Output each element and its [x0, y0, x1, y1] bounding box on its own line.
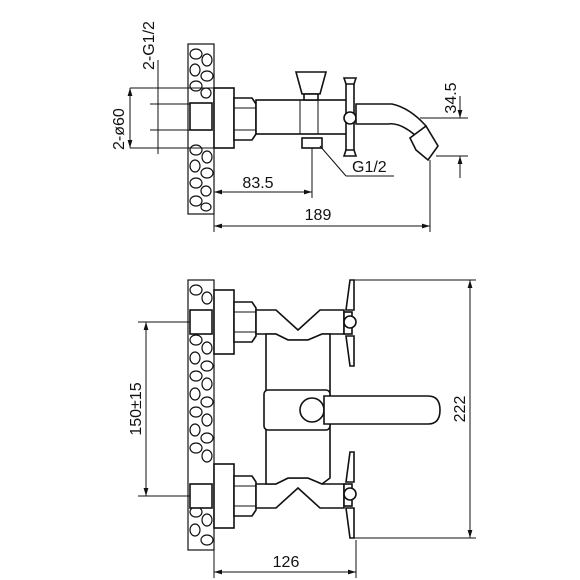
cover-flange-top	[213, 87, 235, 149]
dim-83-5: 83.5	[213, 148, 313, 232]
spout-front	[323, 395, 441, 425]
top-view: 2-G1/2 2-ø60 34.5 83.5 G1/2	[111, 21, 468, 232]
eccentric-upper	[189, 309, 213, 335]
eccentric-lower	[189, 483, 213, 509]
diverter-knob-front	[299, 397, 325, 423]
dim-222: 222	[354, 279, 476, 539]
cover-flange-lower	[213, 463, 235, 529]
front-view: 150±15 222 126	[128, 279, 476, 578]
spout-top	[355, 103, 428, 138]
dim-2-g12-label: 2-G1/2	[141, 21, 158, 70]
dim-2-dia60: 2-ø60	[111, 87, 214, 150]
dim-2-dia60-label: 2-ø60	[111, 108, 128, 150]
dim-150-label: 150±15	[128, 382, 145, 435]
dim-126-label: 126	[273, 554, 300, 571]
cross-handle-upper	[343, 279, 357, 367]
diverter-knob-top	[294, 71, 328, 95]
dim-34-5: 34.5	[420, 82, 468, 178]
dim-2-g12: 2-G1/2	[141, 21, 190, 154]
g12-leader-label: G1/2	[352, 159, 387, 176]
dim-34-5-label: 34.5	[443, 82, 460, 113]
dim-222-label: 222	[452, 396, 469, 423]
dim-150: 150±15	[128, 321, 190, 497]
wall-section-top	[187, 43, 215, 215]
dim-83-5-label: 83.5	[242, 175, 273, 192]
cross-handle-lower	[343, 451, 357, 539]
cover-flange-upper	[213, 289, 235, 355]
dim-126: 126	[213, 528, 357, 578]
hose-connection-top	[301, 137, 323, 149]
hex-nut-upper	[233, 301, 257, 343]
dim-189-label: 189	[305, 207, 332, 224]
g12-leader: G1/2	[319, 145, 394, 177]
mixer-body-top	[255, 99, 349, 135]
cross-handle-top	[342, 77, 358, 157]
dim-189: 189	[214, 160, 431, 232]
spout-tip-top	[408, 124, 439, 162]
eccentric-connector-top	[189, 102, 213, 131]
hex-nut-top	[233, 97, 257, 141]
hex-nut-lower	[233, 475, 257, 517]
wall-section-front	[187, 279, 215, 551]
